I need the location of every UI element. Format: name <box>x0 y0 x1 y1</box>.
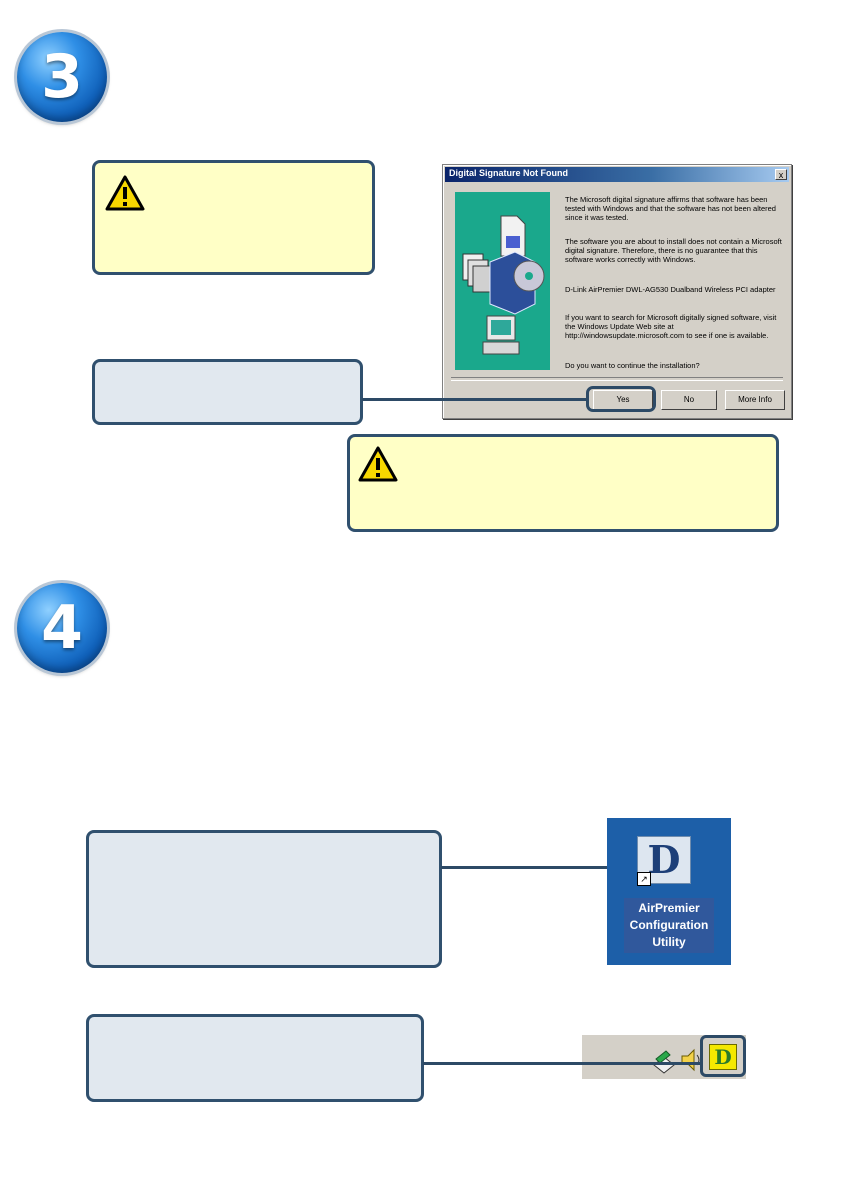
dialog-paragraph-1: The Microsoft digital signature affirms … <box>565 195 776 222</box>
computer-disk-illustration <box>455 192 550 370</box>
installer-illustration <box>455 192 550 370</box>
callout-box-yes <box>92 359 363 425</box>
step-4-number: 4 <box>41 593 83 663</box>
dialog-question: Do you want to continue the installation… <box>565 361 700 370</box>
digital-signature-dialog: Digital Signature Not Found x The Micros… <box>442 164 792 419</box>
yes-button-highlight <box>586 386 656 412</box>
speaker-volume-icon[interactable] <box>680 1047 702 1073</box>
network-connection-icon[interactable] <box>650 1047 678 1075</box>
desktop-shortcut-panel: D ↗ AirPremier Configuration Utility <box>607 818 731 965</box>
airpremier-app-icon[interactable]: D <box>637 836 691 884</box>
close-icon[interactable]: x <box>775 169 787 180</box>
dialog-title: Digital Signature Not Found <box>449 168 568 178</box>
step-4-badge: 4 <box>17 583 107 673</box>
desktop-icon-label[interactable]: AirPremier Configuration Utility <box>624 898 714 953</box>
dialog-title-bar: Digital Signature Not Found x <box>445 167 789 182</box>
dialog-paragraph-3: If you want to search for Microsoft digi… <box>565 313 777 340</box>
warning-box-middle <box>347 434 779 532</box>
connector-line-desktop <box>441 866 609 869</box>
no-button[interactable]: No <box>661 390 717 410</box>
tray-icon-highlight: D <box>700 1035 746 1077</box>
connector-line-tray <box>423 1062 701 1065</box>
more-info-button[interactable]: More Info <box>725 390 785 410</box>
dialog-device-name: D-Link AirPremier DWL-AG530 Dualband Wir… <box>565 285 776 294</box>
warning-icon <box>358 446 398 482</box>
shortcut-arrow-icon: ↗ <box>637 872 651 886</box>
dialog-separator <box>451 377 783 381</box>
dialog-paragraph-2: The software you are about to install do… <box>565 237 782 264</box>
airpremier-tray-icon[interactable]: D <box>709 1044 737 1070</box>
warning-box-top <box>92 160 375 275</box>
callout-box-desktop-icon <box>86 830 442 968</box>
step-3-badge: 3 <box>17 32 107 122</box>
step-3-number: 3 <box>41 42 83 112</box>
warning-icon <box>105 175 145 211</box>
connector-line-yes <box>362 398 588 401</box>
callout-box-tray-icon <box>86 1014 424 1102</box>
